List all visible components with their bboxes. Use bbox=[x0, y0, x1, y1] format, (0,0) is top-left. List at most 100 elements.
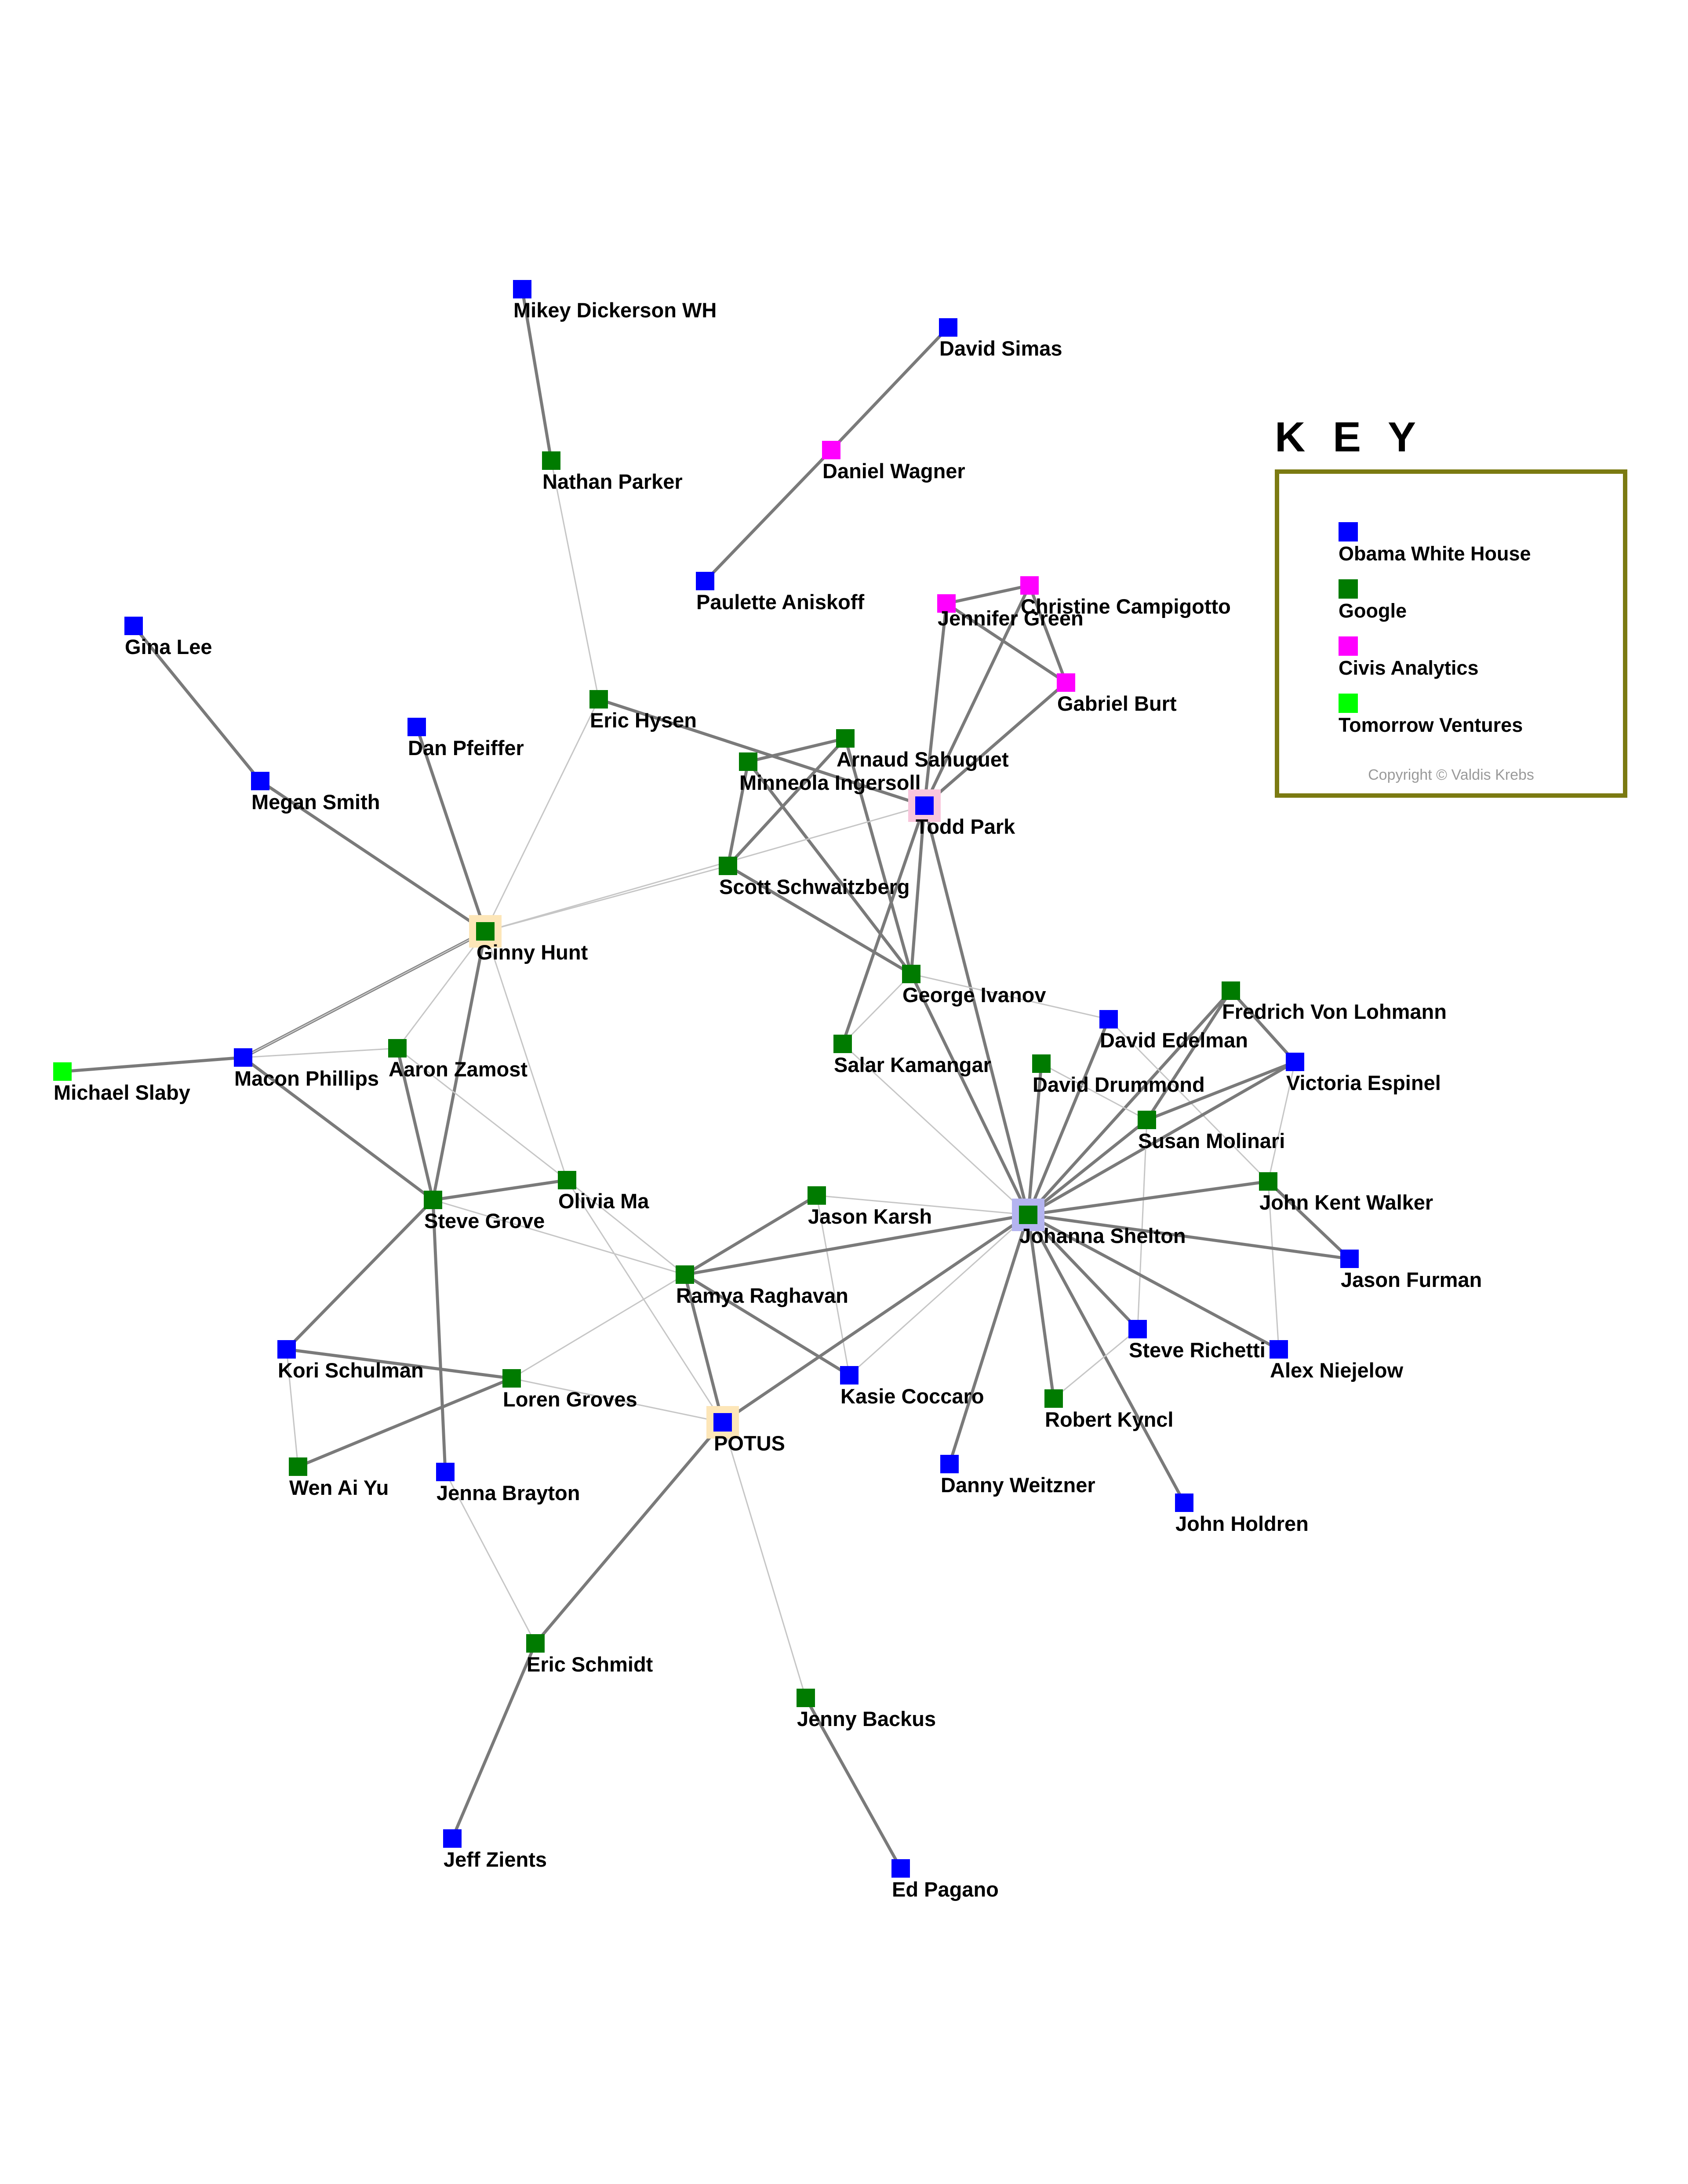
node-kasie[interactable]: Kasie Coccaro bbox=[840, 1366, 984, 1408]
node-olivia[interactable]: Olivia Ma bbox=[558, 1171, 649, 1213]
node-label-gina: Gina Lee bbox=[125, 635, 212, 658]
node-niejelow[interactable]: Alex Niejelow bbox=[1270, 1340, 1403, 1382]
node-label-paulette: Paulette Aniskoff bbox=[696, 590, 864, 614]
node-karsh[interactable]: Jason Karsh bbox=[808, 1186, 932, 1228]
node-furman[interactable]: Jason Furman bbox=[1340, 1250, 1482, 1291]
node-square-zamost bbox=[388, 1039, 407, 1057]
node-walker[interactable]: John Kent Walker bbox=[1259, 1172, 1433, 1214]
node-pagano[interactable]: Ed Pagano bbox=[891, 1859, 999, 1901]
node-christine[interactable]: Christine Campigotto bbox=[1020, 576, 1231, 618]
node-label-molinari: Susan Molinari bbox=[1138, 1129, 1285, 1152]
node-square-kasie bbox=[840, 1366, 859, 1385]
node-loren[interactable]: Loren Groves bbox=[502, 1369, 637, 1411]
node-nathan[interactable]: Nathan Parker bbox=[542, 451, 683, 493]
node-square-kori bbox=[277, 1340, 296, 1359]
edge-gina-megan bbox=[132, 625, 262, 782]
node-square-gburt bbox=[1057, 673, 1075, 692]
node-scott[interactable]: Scott Schwaitzberg bbox=[719, 857, 910, 898]
node-richetti[interactable]: Steve Richetti bbox=[1128, 1320, 1266, 1362]
edge-walker-furman bbox=[1267, 1180, 1351, 1260]
node-square-johanna bbox=[1019, 1206, 1037, 1224]
node-edelman[interactable]: David Edelman bbox=[1099, 1010, 1248, 1052]
node-potus[interactable]: POTUS bbox=[706, 1406, 785, 1455]
edge-todd-salar bbox=[841, 805, 926, 1045]
edge-dan-ginny bbox=[415, 726, 487, 932]
edge-espinel-molinari bbox=[1146, 1060, 1296, 1122]
node-square-fredrich bbox=[1222, 981, 1240, 1000]
node-jenna[interactable]: Jenna Brayton bbox=[436, 1463, 580, 1504]
node-label-kasie: Kasie Coccaro bbox=[840, 1385, 984, 1408]
node-label-loren: Loren Groves bbox=[503, 1388, 637, 1411]
node-square-nathan bbox=[542, 451, 560, 470]
node-square-hysen bbox=[589, 690, 608, 709]
node-label-ginny: Ginny Hunt bbox=[477, 941, 588, 964]
node-backus[interactable]: Jenny Backus bbox=[797, 1689, 936, 1730]
node-gina[interactable]: Gina Lee bbox=[124, 617, 212, 658]
node-label-wagner: Daniel Wagner bbox=[822, 459, 965, 483]
node-ginny[interactable]: Ginny Hunt bbox=[469, 915, 588, 964]
node-simas[interactable]: David Simas bbox=[939, 318, 1062, 360]
node-holdren[interactable]: John Holdren bbox=[1175, 1494, 1309, 1535]
node-kyncl[interactable]: Robert Kyncl bbox=[1044, 1389, 1174, 1431]
edge-potus-schmidt bbox=[534, 1421, 724, 1645]
node-slaby[interactable]: Michael Slaby bbox=[53, 1062, 190, 1104]
node-square-olivia bbox=[558, 1171, 576, 1189]
edge-fredrich-espinel bbox=[1230, 989, 1296, 1063]
node-molinari[interactable]: Susan Molinari bbox=[1138, 1111, 1285, 1152]
key-label-civis-analytics: Civis Analytics bbox=[1339, 657, 1479, 679]
node-jgreen[interactable]: Jennifer Green bbox=[937, 594, 1084, 630]
edge-george-edelman bbox=[911, 973, 1109, 1020]
node-steve[interactable]: Steve Grove bbox=[424, 1191, 545, 1232]
key-swatch-civis-analytics bbox=[1339, 636, 1358, 656]
node-espinel[interactable]: Victoria Espinel bbox=[1286, 1053, 1441, 1094]
edge-johanna-furman bbox=[1028, 1213, 1350, 1261]
node-wenaiyu[interactable]: Wen Ai Yu bbox=[289, 1457, 389, 1499]
node-kori[interactable]: Kori Schulman bbox=[277, 1340, 424, 1382]
edge-steve-olivia bbox=[433, 1178, 568, 1202]
edge-arnaud-scott bbox=[727, 737, 847, 867]
node-salar[interactable]: Salar Kamangar bbox=[833, 1035, 991, 1076]
node-george[interactable]: George Ivanov bbox=[902, 965, 1046, 1007]
node-label-richetti: Steve Richetti bbox=[1129, 1338, 1266, 1362]
node-wagner[interactable]: Daniel Wagner bbox=[822, 441, 965, 483]
node-minneola[interactable]: Minneola Ingersoll bbox=[739, 752, 921, 794]
node-square-zients bbox=[443, 1829, 462, 1848]
node-zients[interactable]: Jeff Zients bbox=[443, 1829, 547, 1871]
node-macon[interactable]: Macon Phillips bbox=[234, 1048, 379, 1090]
key-swatch-google bbox=[1339, 579, 1358, 599]
edge-todd-johanna bbox=[923, 805, 1030, 1215]
node-megan[interactable]: Megan Smith bbox=[251, 772, 380, 814]
node-label-kori: Kori Schulman bbox=[278, 1359, 424, 1382]
node-dan[interactable]: Dan Pfeiffer bbox=[407, 718, 524, 759]
edge-schmidt-zients bbox=[451, 1643, 537, 1839]
node-square-salar bbox=[833, 1035, 852, 1053]
node-label-christine: Christine Campigotto bbox=[1021, 595, 1231, 618]
node-johanna[interactable]: Johanna Shelton bbox=[1012, 1199, 1186, 1247]
node-label-scott: Scott Schwaitzberg bbox=[719, 875, 910, 898]
node-mikey[interactable]: Mikey Dickerson WH bbox=[513, 280, 717, 322]
node-gburt[interactable]: Gabriel Burt bbox=[1057, 673, 1177, 715]
node-arnaud[interactable]: Arnaud Sahuguet bbox=[836, 729, 1009, 771]
node-hysen[interactable]: Eric Hysen bbox=[589, 690, 697, 732]
node-schmidt[interactable]: Eric Schmidt bbox=[526, 1634, 653, 1676]
copyright-text: Copyright © Valdis Krebs bbox=[1368, 767, 1534, 783]
edge-karsh-johanna bbox=[816, 1195, 1029, 1216]
node-zamost[interactable]: Aaron Zamost bbox=[388, 1039, 528, 1081]
node-square-edelman bbox=[1099, 1010, 1118, 1028]
node-paulette[interactable]: Paulette Aniskoff bbox=[696, 572, 864, 614]
key-legend: Obama White House Google Civis Analytics… bbox=[1275, 469, 1627, 798]
node-square-niejelow bbox=[1270, 1340, 1288, 1359]
edge-loren-potus bbox=[511, 1377, 723, 1423]
edge-macon-steve bbox=[242, 1056, 434, 1201]
node-square-mikey bbox=[513, 280, 531, 298]
edge-ginny-steve bbox=[431, 931, 487, 1200]
node-weitzner[interactable]: Danny Weitzner bbox=[940, 1455, 1095, 1497]
edge-steve-jenna bbox=[431, 1199, 447, 1472]
node-drummond[interactable]: David Drummond bbox=[1032, 1054, 1205, 1096]
node-todd[interactable]: Todd Park bbox=[908, 789, 1015, 838]
key-item-civis-analytics: Civis Analytics bbox=[1339, 636, 1478, 680]
node-ramya[interactable]: Ramya Raghavan bbox=[676, 1265, 848, 1307]
node-square-todd bbox=[915, 796, 934, 815]
node-fredrich[interactable]: Fredrich Von Lohmann bbox=[1222, 981, 1447, 1023]
key-label-tomorrow-ventures: Tomorrow Ventures bbox=[1339, 714, 1523, 736]
